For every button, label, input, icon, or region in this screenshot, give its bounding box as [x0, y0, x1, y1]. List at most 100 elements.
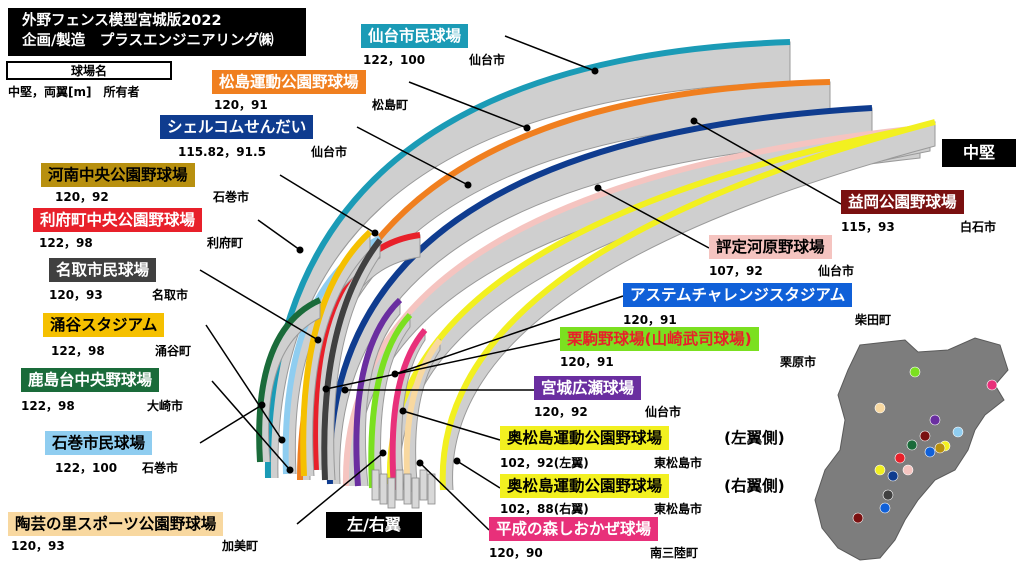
leader-line — [325, 338, 561, 390]
leader-line — [356, 126, 469, 186]
stadium-dimensions: 115，93 — [841, 220, 895, 234]
stadium-dimensions: 102，92(左翼) — [500, 456, 589, 470]
stadium-map-pin — [929, 414, 941, 426]
leader-dot — [341, 386, 349, 394]
stadium-dimensions: 120，92 — [55, 190, 109, 204]
leader-line — [199, 269, 319, 341]
stadium-name: 鹿島台中央野球場 — [28, 371, 153, 389]
stadium-name: 宮城広瀬球場 — [541, 379, 635, 397]
stadium-name: 栗駒野球場(山崎武司球場) — [567, 330, 752, 348]
stadium-name-tag: 鹿島台中央野球場 — [21, 368, 160, 392]
stadium-owner: 石巻市 — [213, 190, 250, 204]
stadium-dimensions: 120，93 — [49, 288, 103, 302]
stadium-name-tag: 平成の森しおかぜ球場 — [489, 517, 659, 541]
stadium-name-tag: 河南中央公園野球場 — [41, 163, 195, 187]
leader-dot — [464, 181, 472, 189]
stadium-map-pin — [882, 489, 894, 501]
leader-line — [597, 187, 710, 249]
wing-label: 左/右翼 — [326, 512, 422, 538]
leader-dot — [591, 67, 599, 75]
stadium-name-tag: 奥松島運動公園野球場 — [500, 426, 670, 450]
stadium-side-suffix: (右翼側) — [724, 477, 785, 495]
stadium-dimensions: 120，92 — [534, 405, 588, 419]
stadium-map-pin — [874, 464, 886, 476]
stadium-dimensions: 122，98 — [21, 399, 75, 413]
stadium-dimensions: 122，100 — [55, 461, 118, 475]
stadium-owner: 仙台市 — [311, 145, 348, 159]
fence-base-post — [371, 469, 380, 501]
stadium-name-tag: シェルコムせんだい — [160, 115, 314, 139]
leader-dot — [286, 466, 294, 474]
fence-base-post — [403, 473, 412, 505]
leader-dot — [453, 457, 461, 465]
fence-padding-stripe — [326, 105, 873, 485]
leader-line — [408, 81, 528, 129]
fence-base-post — [387, 477, 396, 509]
leader-dot — [278, 436, 286, 444]
stadium-name-tag: 益岡公園野球場 — [841, 190, 964, 214]
stadium-name-tag: 栗駒野球場(山崎武司球場) — [560, 327, 759, 351]
stadium-owner: 加美町 — [222, 539, 259, 553]
stadium-dimensions: 120，90 — [489, 546, 543, 560]
fence-padding-stripe — [300, 229, 373, 477]
stadium-dimensions: 115.82，91.5 — [178, 145, 266, 159]
fence-base-post — [419, 469, 428, 501]
leader-line — [394, 295, 624, 375]
fence-base-post — [411, 477, 420, 509]
stadium-owner: 松島町 — [372, 98, 409, 112]
stadium-owner: 仙台市 — [645, 405, 682, 419]
stadium-name: 奥松島運動公園野球場 — [507, 429, 663, 447]
stadium-dimensions: 107，92 — [709, 264, 763, 278]
leader-dot — [314, 336, 322, 344]
stadium-map-pin — [887, 470, 899, 482]
stadium-name-tag: 石巻市民球場 — [45, 431, 153, 455]
stadium-owner: 石巻市 — [142, 461, 179, 475]
stadium-map-pin — [894, 452, 906, 464]
stadium-name-tag: 奥松島運動公園野球場 — [500, 474, 670, 498]
stadium-name: 陶芸の里スポーツ公園野球場 — [15, 515, 217, 533]
fence-base-post — [427, 473, 436, 505]
stadium-map-pin — [906, 439, 918, 451]
leader-line — [693, 120, 842, 205]
stadium-dimensions: 120，93 — [11, 539, 65, 553]
stadium-name-tag: 陶芸の里スポーツ公園野球場 — [8, 512, 224, 536]
stadium-owner: 南三陸町 — [650, 546, 699, 560]
leader-line — [257, 219, 301, 251]
leader-line — [456, 460, 501, 489]
stadium-owner: 涌谷町 — [155, 344, 192, 358]
stadium-name-tag: 評定河原野球場 — [709, 235, 832, 259]
legend-format: 中堅，両翼[m] 所有者 — [8, 85, 140, 99]
stadium-name-tag: 宮城広瀬球場 — [534, 376, 642, 400]
center-field-label: 中堅 — [942, 139, 1016, 167]
stadium-dimensions: 122，98 — [39, 236, 93, 250]
leader-dot — [322, 385, 330, 393]
stadium-owner: 名取市 — [152, 288, 189, 302]
stadium-owner: 仙台市 — [818, 264, 855, 278]
stadium-name-tag: 仙台市民球場 — [361, 24, 469, 48]
stadium-owner: 東松島市 — [654, 456, 703, 470]
fence-padding-stripe — [321, 238, 383, 481]
stadium-name: 河南中央公園野球場 — [48, 166, 188, 184]
fence-padding-stripe — [353, 297, 403, 487]
stadium-owner: 大崎市 — [147, 399, 184, 413]
stadium-map-pin — [919, 430, 931, 442]
leader-dot — [594, 184, 602, 192]
stadium-owner: 白石市 — [960, 220, 997, 234]
stadium-map-pin — [852, 512, 864, 524]
leader-dot — [399, 407, 407, 415]
stadium-name-tag: アステムチャレンジスタジアム — [623, 283, 853, 307]
leader-dot — [523, 124, 531, 132]
title-block: 外野フェンス模型宮城版2022 企画/製造 プラスエンジニアリング㈱ — [8, 8, 306, 56]
stadium-name-tag: 松島運動公園野球場 — [212, 70, 366, 94]
stadium-name: 名取市民球場 — [56, 261, 150, 279]
stadium-map-pin — [879, 502, 891, 514]
stadium-name: アステムチャレンジスタジアム — [630, 286, 846, 304]
leader-line — [504, 35, 596, 72]
leader-dot — [296, 246, 304, 254]
stadium-dimensions: 122，98 — [51, 344, 105, 358]
fence-padding-stripe — [389, 328, 428, 491]
stadium-map-pin — [986, 379, 998, 391]
stadium-name-tag: 涌谷スタジアム — [43, 313, 165, 337]
